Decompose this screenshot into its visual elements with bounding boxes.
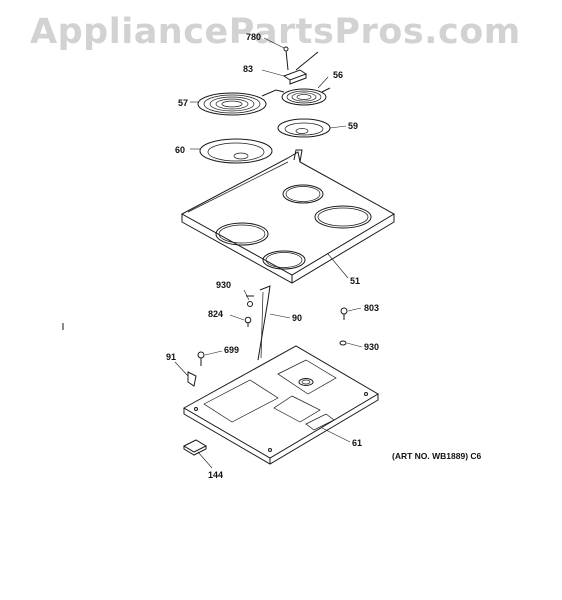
clip-91[interactable] <box>187 371 197 387</box>
label-930-right: 930 <box>364 342 379 352</box>
cooktop[interactable] <box>180 149 396 284</box>
label-56: 56 <box>333 70 343 80</box>
label-824: 824 <box>208 309 223 319</box>
main-top-base[interactable] <box>182 345 379 465</box>
screw-824[interactable] <box>244 316 252 327</box>
label-930-left: 930 <box>216 280 231 290</box>
surface-unit-large[interactable] <box>197 89 285 116</box>
label-780: 780 <box>246 32 261 42</box>
label-57: 57 <box>178 98 188 108</box>
surface-unit-small[interactable] <box>281 87 331 106</box>
label-144: 144 <box>208 470 223 480</box>
screw-803[interactable] <box>340 307 348 320</box>
screw-699[interactable] <box>197 351 205 366</box>
label-51: 51 <box>350 276 360 286</box>
wire-bracket[interactable] <box>257 285 271 361</box>
washer-930-right[interactable] <box>339 340 347 346</box>
art-number: (ART NO. WB1889) C6 <box>392 451 482 461</box>
screw-930-left[interactable] <box>246 295 254 307</box>
label-83: 83 <box>243 64 253 74</box>
label-699: 699 <box>224 345 239 355</box>
bracket-144[interactable] <box>182 439 208 456</box>
label-803: 803 <box>364 303 379 313</box>
label-59: 59 <box>348 121 358 131</box>
label-61: 61 <box>352 438 362 448</box>
leader-lines <box>174 37 363 469</box>
drip-pan-small[interactable] <box>277 118 331 138</box>
part-labels: 780 83 56 57 59 60 51 930 824 90 803 930… <box>166 32 379 480</box>
label-60: 60 <box>175 145 185 155</box>
watermark-text: AppliancePartsPros.com <box>30 12 521 52</box>
terminal-block[interactable] <box>282 46 319 85</box>
drip-pan-large[interactable] <box>199 138 273 164</box>
label-90: 90 <box>292 313 302 323</box>
label-91: 91 <box>166 352 176 362</box>
